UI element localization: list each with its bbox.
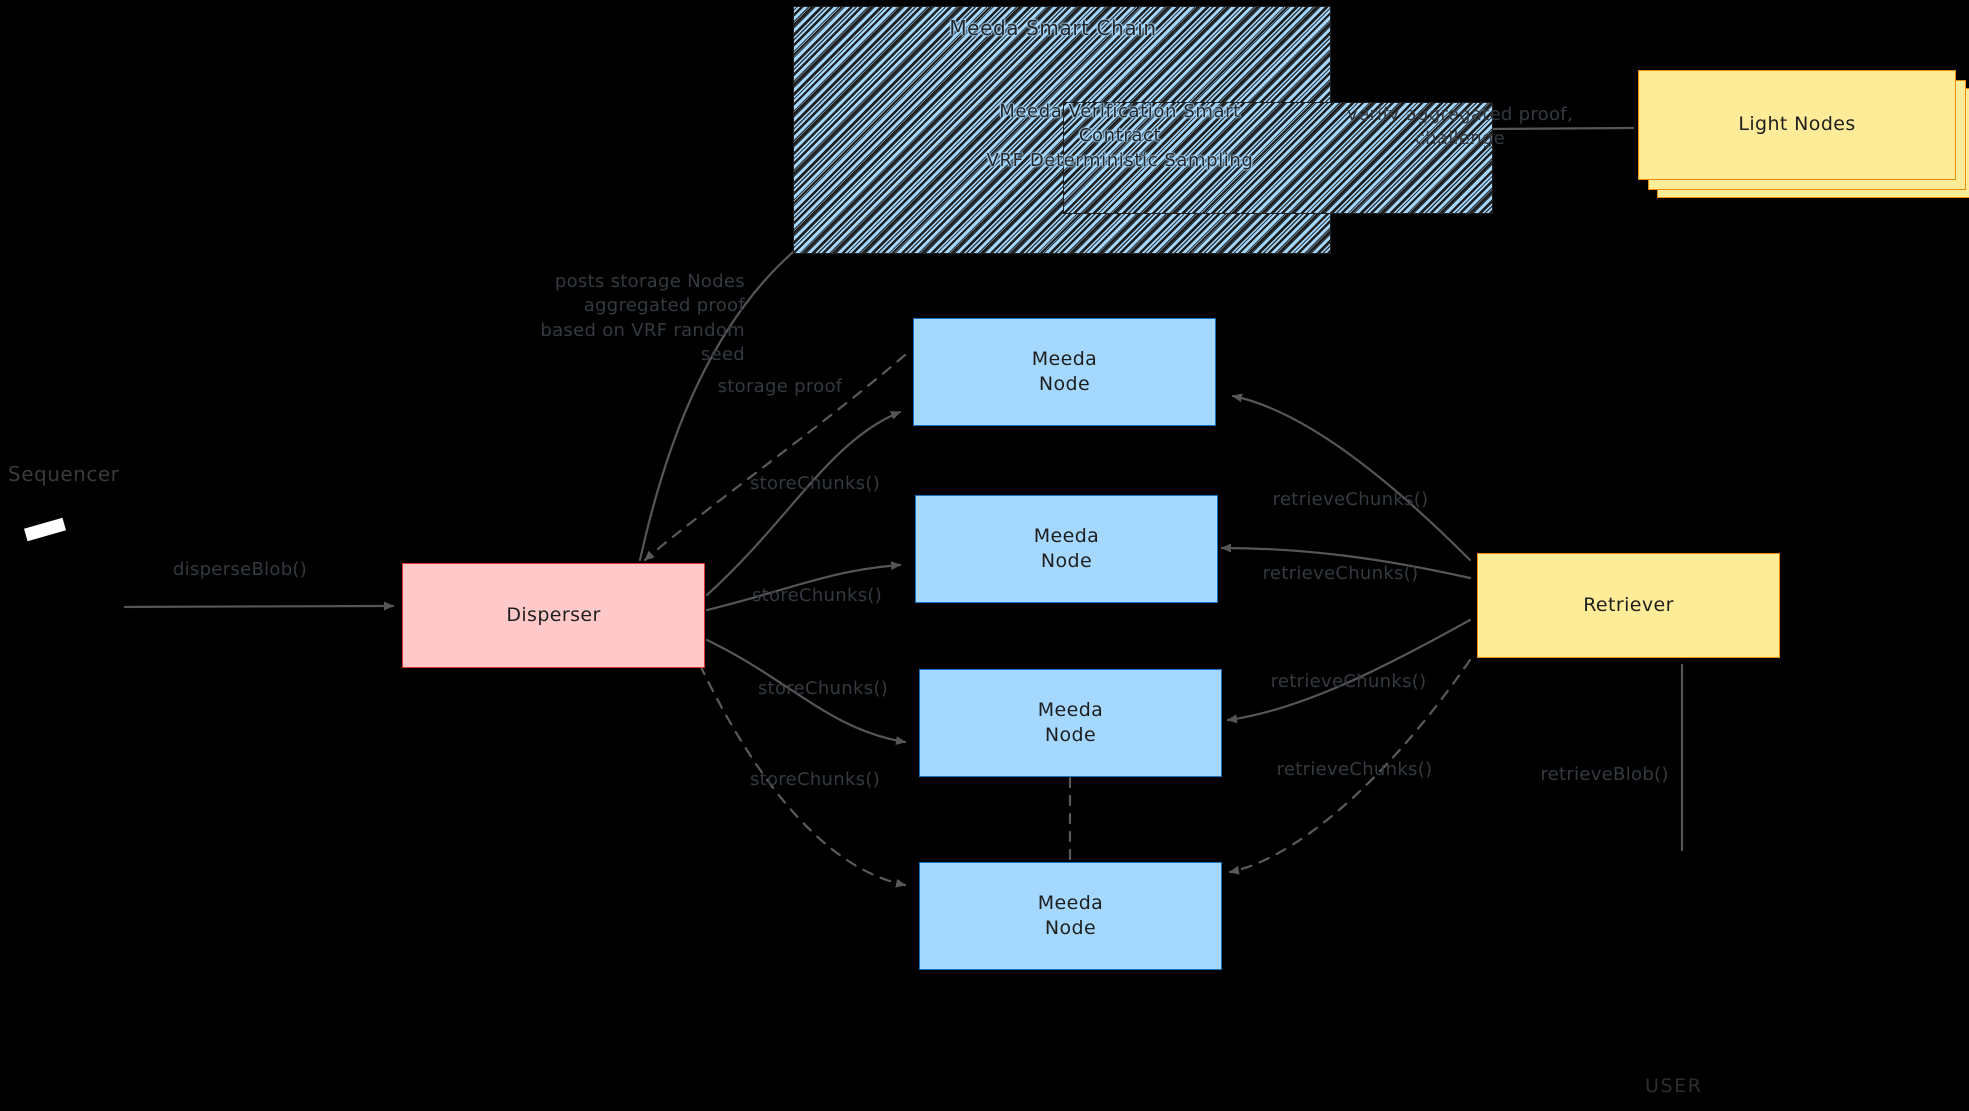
meeda-node-1-label: Meeda Node (1031, 347, 1098, 395)
edge-storechunks-2 (705, 561, 902, 612)
disperser-box[interactable]: Disperser (402, 563, 705, 668)
label-disperse-blob: disperseBlob() (172, 559, 308, 580)
edge-storechunks-3 (705, 638, 907, 746)
edge-retrievechunks-2 (1220, 543, 1472, 580)
meeda-node-2[interactable]: Meeda Node (915, 495, 1218, 603)
sequencer-mark-icon (23, 517, 67, 542)
label-posts-storage-nodes: posts storage Nodes aggregated proof bas… (540, 271, 745, 365)
light-nodes-label: Light Nodes (1738, 113, 1856, 136)
edge-storechunks-1 (705, 410, 902, 597)
label-store-chunks-4: storeChunks() (749, 769, 881, 790)
label-store-chunks-3: storeChunks() (757, 678, 889, 699)
user-label: USER (1645, 1075, 1703, 1097)
meeda-node-1[interactable]: Meeda Node (913, 318, 1216, 426)
label-retrieve-chunks-4: retrieveChunks() (1276, 759, 1433, 780)
edge-retrievechunks-1 (1231, 393, 1472, 562)
edge-retrievechunks-3 (1226, 618, 1472, 724)
label-store-chunks-2: storeChunks() (751, 585, 883, 606)
label-verify-aggregated-proof: verify aggregated proof, challenge (1347, 104, 1573, 150)
chain-title: Meeda Smart Chain (949, 16, 1157, 40)
disperser-label: Disperser (506, 603, 601, 626)
edge-storage-proof (643, 353, 907, 562)
meeda-verification-contract-box[interactable] (1063, 102, 1493, 214)
meeda-node-4-label: Meeda Node (1037, 891, 1104, 939)
label-store-chunks-1: storeChunks() (749, 473, 881, 494)
edge-disperser-to-chain (638, 244, 802, 562)
meeda-node-3[interactable]: Meeda Node (919, 669, 1222, 777)
edge-retrievechunks-4 (1228, 658, 1472, 875)
label-retrieve-chunks-3: retrieveChunks() (1270, 671, 1427, 692)
label-retrieve-chunks-1: retrieveChunks() (1272, 489, 1429, 510)
meeda-node-4[interactable]: Meeda Node (919, 862, 1222, 970)
retriever-box[interactable]: Retriever (1477, 553, 1780, 658)
edge-storechunks-4 (698, 663, 907, 888)
label-storage-proof: storage proof (717, 376, 843, 397)
meeda-node-2-label: Meeda Node (1033, 524, 1100, 572)
light-nodes-box[interactable]: Light Nodes (1638, 70, 1956, 180)
retriever-label: Retriever (1583, 593, 1674, 616)
meeda-node-3-label: Meeda Node (1037, 698, 1104, 746)
sequencer-label: Sequencer (8, 462, 120, 486)
label-retrieve-chunks-2: retrieveChunks() (1262, 563, 1419, 584)
edge-sequencer-to-disperser (123, 601, 395, 611)
chain-inner-text: Meeda Verification Smart Contract VRF De… (986, 101, 1254, 171)
label-retrieve-blob: retrieveBlob() (1540, 764, 1669, 785)
